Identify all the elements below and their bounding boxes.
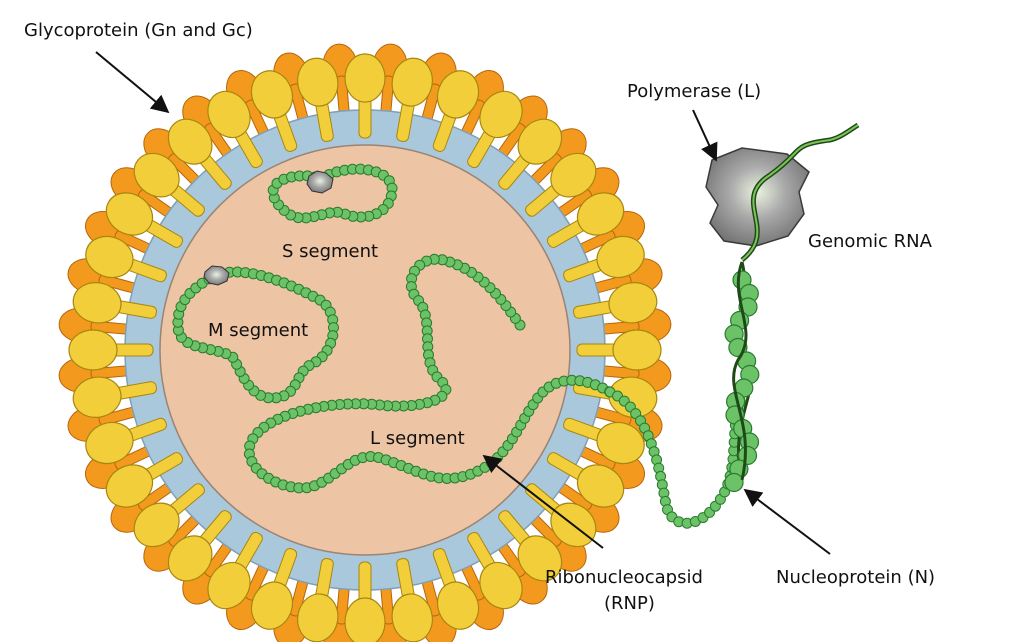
gn-spike [207,531,263,610]
gn-spike [546,452,625,508]
s-segment-label: S segment [282,241,378,262]
gn-spike [467,90,523,169]
gn-spike [344,561,386,642]
rnp-abbrev-label: (RNP) [604,593,655,614]
genomic-rna-strand-light [741,124,859,261]
gn-spike [167,510,232,582]
gn-spike [498,118,563,190]
gn-spike [467,531,523,610]
polymerase-label: Polymerase (L) [627,81,761,102]
gn-spike [250,70,298,152]
polymerase-arrow [692,109,718,162]
gn-spike [546,192,625,248]
gn-spike [133,483,205,548]
s-segment-polymerase [306,170,334,194]
gn-spike [576,329,662,371]
polymerase-l [705,147,810,247]
glycoprotein-spikes-yellow [68,53,662,642]
gn-spike [498,510,563,582]
gn-spike [207,90,263,169]
virion-interior [159,144,571,556]
gn-spike [167,118,232,190]
nucleoprotein-bead [737,445,758,466]
glycoprotein-label: Glycoprotein (Gn and Gc) [24,20,253,41]
nucleoprotein-label: Nucleoprotein (N) [776,567,935,588]
rnp-label: Ribonucleocapsid [545,567,703,588]
l-segment-label: L segment [370,428,465,449]
gn-spike [297,57,339,142]
uncoiled-rnp [724,261,760,493]
gn-spike [391,57,433,142]
m-segment-rnp [172,266,339,404]
gn-spike [432,548,480,630]
gn-spike [68,329,154,371]
gn-spike [105,452,184,508]
gn-spike [85,235,167,283]
nucleoprotein-bead [724,472,744,493]
m-segment-label: M segment [208,320,308,341]
gn-spike [297,558,339,642]
gn-spike [573,282,658,324]
glycoprotein-arrow [95,51,170,114]
gn-spike [85,417,167,465]
gn-spike [133,152,205,217]
gn-spike [344,53,386,139]
m-segment-polymerase [203,265,230,286]
virion-particle [58,43,672,642]
rnp-arrow [482,454,604,549]
gn-spike [563,417,645,465]
genomic-rna-label: Genomic RNA [808,231,933,252]
gn-spike [250,548,298,630]
gn-spike [72,376,157,418]
gn-spike [391,558,433,642]
gn-spike [432,70,480,152]
gn-spike [72,282,157,324]
gn-spike [105,192,184,248]
gn-spike [525,152,597,217]
gn-spike [563,235,645,283]
nucleoprotein-arrow [743,488,831,555]
